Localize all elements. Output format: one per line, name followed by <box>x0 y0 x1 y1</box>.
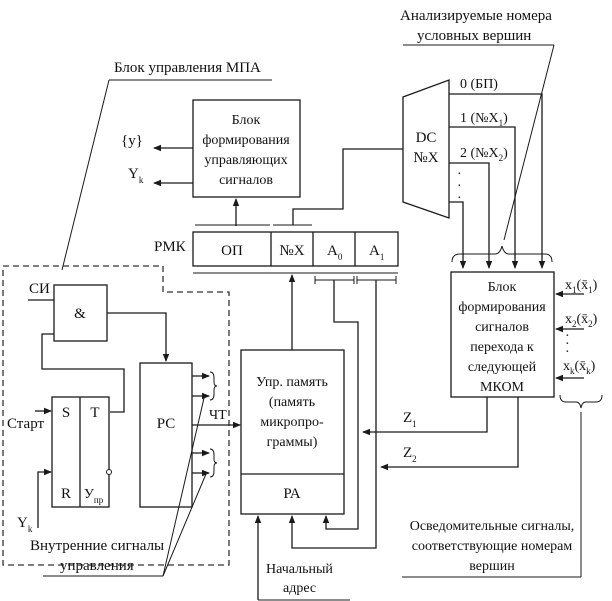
yk-label: Yk <box>128 166 144 185</box>
rmk-field-a1: A1 <box>369 243 384 262</box>
a0-to-ra-line <box>322 280 359 530</box>
start-address-line1: Начальный <box>266 562 333 577</box>
mpa-title-leader <box>61 79 110 271</box>
dc-out-k-line <box>449 201 467 269</box>
svg-text:R: R <box>61 486 71 502</box>
z1-line <box>362 397 488 436</box>
svg-text:РС: РС <box>157 416 176 432</box>
svg-text:Упр. память: Упр. память <box>256 375 328 390</box>
svg-text:МКОМ: МКОМ <box>480 380 525 395</box>
dc-out-0-label: 0 (БП) <box>460 77 498 92</box>
z2-label: Z2 <box>403 445 417 464</box>
nx-to-dc-line <box>292 148 403 225</box>
svg-text:следующей: следующей <box>468 360 537 375</box>
dc-out-2-label: 2 (№X2) <box>460 146 508 163</box>
svg-text:граммы): граммы) <box>267 435 318 450</box>
svg-text:Упр: Упр <box>84 487 104 505</box>
rmk-label: РМК <box>154 239 187 255</box>
trigger-yk-label: Yk <box>17 515 33 534</box>
and-to-rc-arrow <box>107 312 170 362</box>
ra-label: РА <box>283 486 300 502</box>
cht-label: ЧТ <box>209 408 227 423</box>
yk-to-r-arrow <box>37 468 52 528</box>
internal-leader-2 <box>162 473 207 577</box>
x-inputs-brace <box>559 394 603 409</box>
svg-text:Блок: Блок <box>232 113 261 128</box>
svg-text:Блок: Блок <box>488 280 517 295</box>
trigger-to-and-line <box>41 333 125 413</box>
dc-out-1-line <box>449 126 519 269</box>
z2-line <box>380 397 519 471</box>
svg-text:·: · <box>457 191 462 206</box>
svg-text:S: S <box>62 405 70 421</box>
x2-label: x2(x̄2) <box>565 312 598 329</box>
control-signal-block: Блок формирования управляющих сигналов <box>192 99 301 198</box>
dc-out-0-line <box>449 93 546 269</box>
svg-text:·: · <box>565 329 570 344</box>
start-label: Старт <box>7 416 45 432</box>
mpa-control-title: Блок управления МПА <box>114 60 261 76</box>
si-label: СИ <box>29 281 50 297</box>
svg-text:микропро-: микропро- <box>260 415 324 430</box>
control-unit-boundary <box>2 265 230 566</box>
xk-label: xk(x̄k) <box>563 359 596 376</box>
svg-text:формирования: формирования <box>202 133 290 148</box>
rmk-field-nx: №X <box>279 243 304 259</box>
start-address-line2: адрес <box>283 581 316 596</box>
dc-ellipsis: · <box>457 167 462 182</box>
rmk-field-op: ОП <box>221 243 243 259</box>
info-signals-line2: соответствующие номерам <box>412 539 573 554</box>
z1-label: Z1 <box>403 410 417 429</box>
x1-label: x1(x̄1) <box>565 278 598 295</box>
internal-leader-1 <box>162 397 205 577</box>
dc-out-2-line <box>449 162 493 269</box>
svg-text:сигналов: сигналов <box>475 320 529 335</box>
analyzed-leader <box>503 44 555 241</box>
svg-text:DC: DC <box>416 130 437 146</box>
svg-text:перехода к: перехода к <box>470 340 534 355</box>
and-gate: & <box>53 284 108 342</box>
transition-block: Блок формирования сигналов перехода к сл… <box>450 271 555 398</box>
svg-text:№X: №X <box>413 150 438 166</box>
svg-text:управляющих: управляющих <box>204 153 287 168</box>
info-signals-line3: вершин <box>469 559 515 574</box>
internal-signals-line1: Внутренние сигналы <box>30 538 164 554</box>
svg-text:формирования: формирования <box>458 300 546 315</box>
rmk-field-a0: A0 <box>327 243 343 262</box>
dc-out-1-label: 1 (№X1) <box>460 111 508 128</box>
svg-text:T: T <box>90 405 99 421</box>
svg-text:·: · <box>565 345 570 360</box>
svg-text:(память: (память <box>269 395 315 410</box>
analyzed-title-line2: условных вершин <box>417 28 531 44</box>
y-set-label: {y} <box>121 133 143 149</box>
svg-text:·: · <box>565 337 570 352</box>
svg-text:сигналов: сигналов <box>219 173 273 188</box>
rc-block: РС <box>139 362 193 508</box>
svg-text:&: & <box>74 306 86 322</box>
dc-decoder: DC №X <box>402 79 450 219</box>
internal-signals-line2: управления <box>60 558 134 574</box>
rmk-register: ОП №X A0 A1 <box>192 231 399 267</box>
svg-text:·: · <box>457 179 462 194</box>
analyzed-title-line1: Анализируемые номера <box>400 8 552 24</box>
a1-to-ra-line <box>288 280 377 549</box>
dc-outputs-brace <box>451 245 553 263</box>
info-signals-line1: Осведомительные сигналы, <box>410 519 575 534</box>
control-memory-block: Упр. память (память микропро- граммы) РА <box>240 349 345 515</box>
trigger-st: S T R Упр <box>51 396 110 508</box>
